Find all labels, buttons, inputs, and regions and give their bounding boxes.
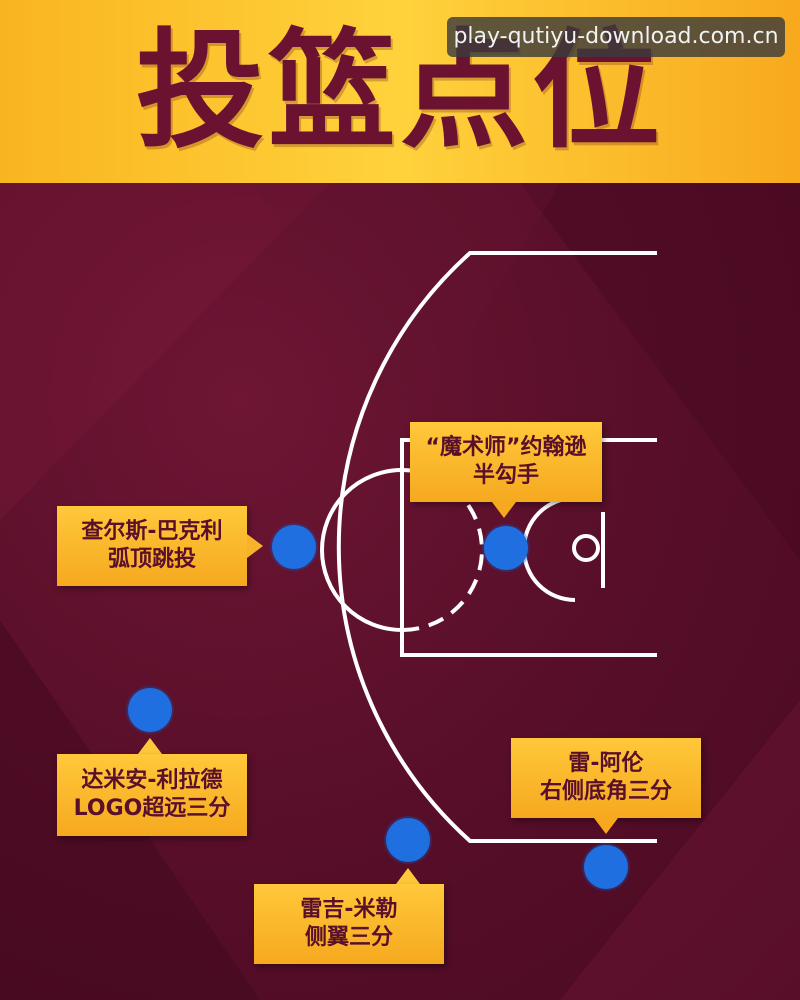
label-barkley: 查尔斯-巴克利 弧顶跳投 — [57, 506, 247, 586]
shot-dot-barkley — [272, 525, 316, 569]
pointer-barkley — [247, 534, 263, 558]
label-miller: 雷吉-米勒 侧翼三分 — [254, 884, 444, 964]
label-lillard-line1: 达米安-利拉德 — [81, 768, 223, 793]
shot-dot-lillard — [128, 688, 172, 732]
shot-dot-allen — [584, 845, 628, 889]
label-miller-line2: 侧翼三分 — [304, 925, 393, 950]
label-allen: 雷-阿伦 右侧底角三分 — [511, 738, 701, 818]
label-allen-line1: 雷-阿伦 — [568, 751, 644, 776]
rim — [572, 534, 600, 562]
shot-dot-miller — [386, 818, 430, 862]
pointer-magic — [492, 502, 516, 518]
restricted-area-arc — [522, 496, 576, 602]
label-magic-line1: “魔术师”约翰逊 — [425, 435, 587, 460]
label-magic-line2: 半勾手 — [472, 463, 539, 488]
label-miller-line1: 雷吉-米勒 — [300, 897, 398, 922]
pointer-lillard — [138, 738, 162, 754]
pointer-miller — [396, 868, 420, 884]
shot-dot-magic — [484, 526, 528, 570]
three-point-line — [336, 251, 657, 843]
free-throw-circle-outer — [320, 468, 403, 632]
watermark-url: play-qutiyu-download.com.cn — [447, 17, 785, 57]
label-magic: “魔术师”约翰逊 半勾手 — [410, 422, 602, 502]
label-lillard-line2: LOGO超远三分 — [73, 796, 231, 821]
label-allen-line2: 右侧底角三分 — [539, 779, 672, 804]
label-barkley-line1: 查尔斯-巴克利 — [81, 519, 223, 544]
label-lillard: 达米安-利拉德 LOGO超远三分 — [57, 754, 247, 836]
label-barkley-line2: 弧顶跳投 — [107, 547, 196, 572]
pointer-allen — [594, 818, 618, 834]
